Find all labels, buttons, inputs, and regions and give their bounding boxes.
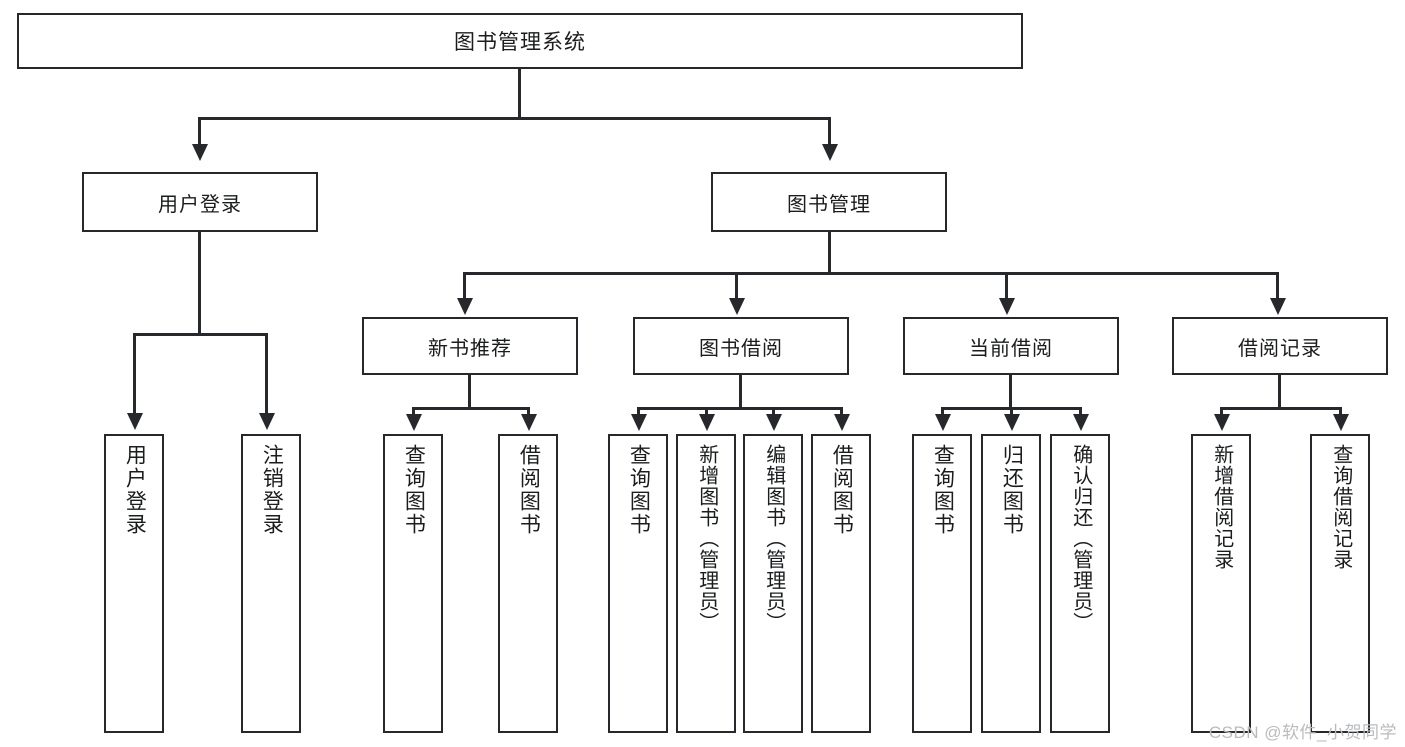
connector-record-stem (1278, 375, 1281, 410)
arrow-newbook-to-leaf1 (406, 414, 422, 431)
leaf-current-return-book[interactable]: 归还图书 (981, 434, 1041, 733)
connector-bookmgmt-to-current (1005, 272, 1008, 300)
arrow-bookmgmt-to-current (999, 298, 1015, 315)
arrow-current-to-leaf3 (1073, 414, 1089, 431)
arrow-borrow-to-leaf4 (834, 414, 850, 431)
arrow-record-to-leaf1 (1214, 414, 1230, 431)
connector-record-to-leaf2 (1339, 407, 1342, 417)
connector-borrow-to-leaf2 (705, 407, 708, 417)
connector-record-bus (1220, 407, 1342, 410)
connector-login-to-leaf2 (265, 333, 268, 415)
connector-borrow-to-leaf1 (637, 407, 640, 417)
node-borrow-record[interactable]: 借阅记录 (1172, 317, 1388, 375)
leaf-borrow-query-book[interactable]: 查询图书 (608, 434, 668, 733)
connector-newbook-bus (412, 407, 530, 410)
leaf-label: 查询借阅记录 (1329, 444, 1352, 570)
connector-bookmgmt-to-newbook (463, 272, 466, 300)
node-label: 图书管理 (787, 193, 871, 216)
leaf-label: 注销登录 (260, 444, 284, 536)
node-new-book-recommend[interactable]: 新书推荐 (362, 317, 578, 375)
node-book-borrow[interactable]: 图书借阅 (633, 317, 849, 375)
leaf-label: 编辑图书（管理员） (762, 444, 785, 633)
arrow-current-to-leaf2 (1004, 414, 1020, 431)
connector-login-to-leaf1 (133, 333, 136, 415)
leaf-label: 借阅图书 (830, 444, 854, 536)
arrow-root-to-login (192, 144, 208, 161)
arrow-borrow-to-leaf1 (631, 414, 647, 431)
leaf-borrow-borrow-book[interactable]: 借阅图书 (811, 434, 871, 733)
leaf-user-login[interactable]: 用户登录 (104, 434, 164, 733)
arrow-login-to-leaf2 (259, 413, 275, 430)
connector-current-to-leaf3 (1079, 407, 1082, 417)
node-label: 借阅记录 (1238, 337, 1322, 360)
node-user-login[interactable]: 用户登录 (82, 172, 318, 232)
arrow-bookmgmt-to-record (1270, 298, 1286, 315)
connector-newbook-to-leaf2 (527, 407, 530, 417)
leaf-borrow-add-book-admin[interactable]: 新增图书（管理员） (676, 434, 736, 733)
connector-newbook-stem (468, 375, 471, 410)
leaf-newbook-borrow-book[interactable]: 借阅图书 (498, 434, 558, 733)
connector-current-to-leaf2 (1010, 407, 1013, 417)
connector-login-bus (133, 333, 268, 336)
node-label: 当前借阅 (969, 337, 1053, 360)
arrow-bookmgmt-to-borrow (729, 298, 745, 315)
connector-current-stem (1009, 375, 1012, 410)
node-book-management[interactable]: 图书管理 (711, 172, 947, 232)
leaf-label: 借阅图书 (517, 444, 541, 536)
node-label: 图书借阅 (699, 337, 783, 360)
leaf-label: 确认归还（管理员） (1069, 444, 1092, 633)
connector-record-to-leaf1 (1220, 407, 1223, 417)
arrow-record-to-leaf2 (1333, 414, 1349, 431)
leaf-label: 归还图书 (1000, 444, 1024, 536)
node-label: 图书管理系统 (454, 31, 586, 54)
arrow-borrow-to-leaf2 (699, 414, 715, 431)
leaf-label: 新增图书（管理员） (695, 444, 718, 633)
leaf-current-confirm-return-admin[interactable]: 确认归还（管理员） (1050, 434, 1110, 733)
connector-root-bus (198, 117, 831, 120)
connector-login-stem (198, 232, 201, 336)
leaf-current-query-book[interactable]: 查询图书 (912, 434, 972, 733)
node-label: 新书推荐 (428, 337, 512, 360)
connector-borrow-bus (637, 407, 843, 410)
leaf-label: 新增借阅记录 (1210, 444, 1233, 570)
leaf-label: 用户登录 (123, 444, 147, 536)
connector-borrow-to-leaf3 (772, 407, 775, 417)
connector-bookmgmt-stem (828, 232, 831, 274)
node-root-system[interactable]: 图书管理系统 (17, 13, 1023, 69)
leaf-newbook-query-book[interactable]: 查询图书 (383, 434, 443, 733)
connector-bookmgmt-to-borrow (735, 272, 738, 300)
connector-current-to-leaf1 (941, 407, 944, 417)
arrow-current-to-leaf1 (935, 414, 951, 431)
connector-borrow-stem (739, 375, 742, 410)
connector-root-to-login (198, 117, 201, 146)
leaf-label: 查询图书 (627, 444, 651, 536)
leaf-borrow-edit-book-admin[interactable]: 编辑图书（管理员） (743, 434, 803, 733)
leaf-record-add-record[interactable]: 新增借阅记录 (1191, 434, 1251, 733)
connector-bookmgmt-to-record (1276, 272, 1279, 300)
connector-root-to-bookmgmt (828, 117, 831, 146)
arrow-borrow-to-leaf3 (766, 414, 782, 431)
arrow-root-to-bookmgmt (822, 144, 838, 161)
leaf-label: 查询图书 (402, 444, 426, 536)
arrow-login-to-leaf1 (127, 413, 143, 430)
arrow-newbook-to-leaf2 (521, 414, 537, 431)
leaf-record-query-record[interactable]: 查询借阅记录 (1310, 434, 1370, 733)
node-current-borrow[interactable]: 当前借阅 (903, 317, 1119, 375)
node-label: 用户登录 (158, 193, 242, 216)
leaf-label: 查询图书 (931, 444, 955, 536)
connector-newbook-to-leaf1 (412, 407, 415, 417)
connector-bookmgmt-bus (463, 272, 1279, 275)
connector-root-stem (518, 69, 521, 118)
connector-borrow-to-leaf4 (840, 407, 843, 417)
arrow-bookmgmt-to-newbook (457, 298, 473, 315)
leaf-user-logout[interactable]: 注销登录 (241, 434, 301, 733)
